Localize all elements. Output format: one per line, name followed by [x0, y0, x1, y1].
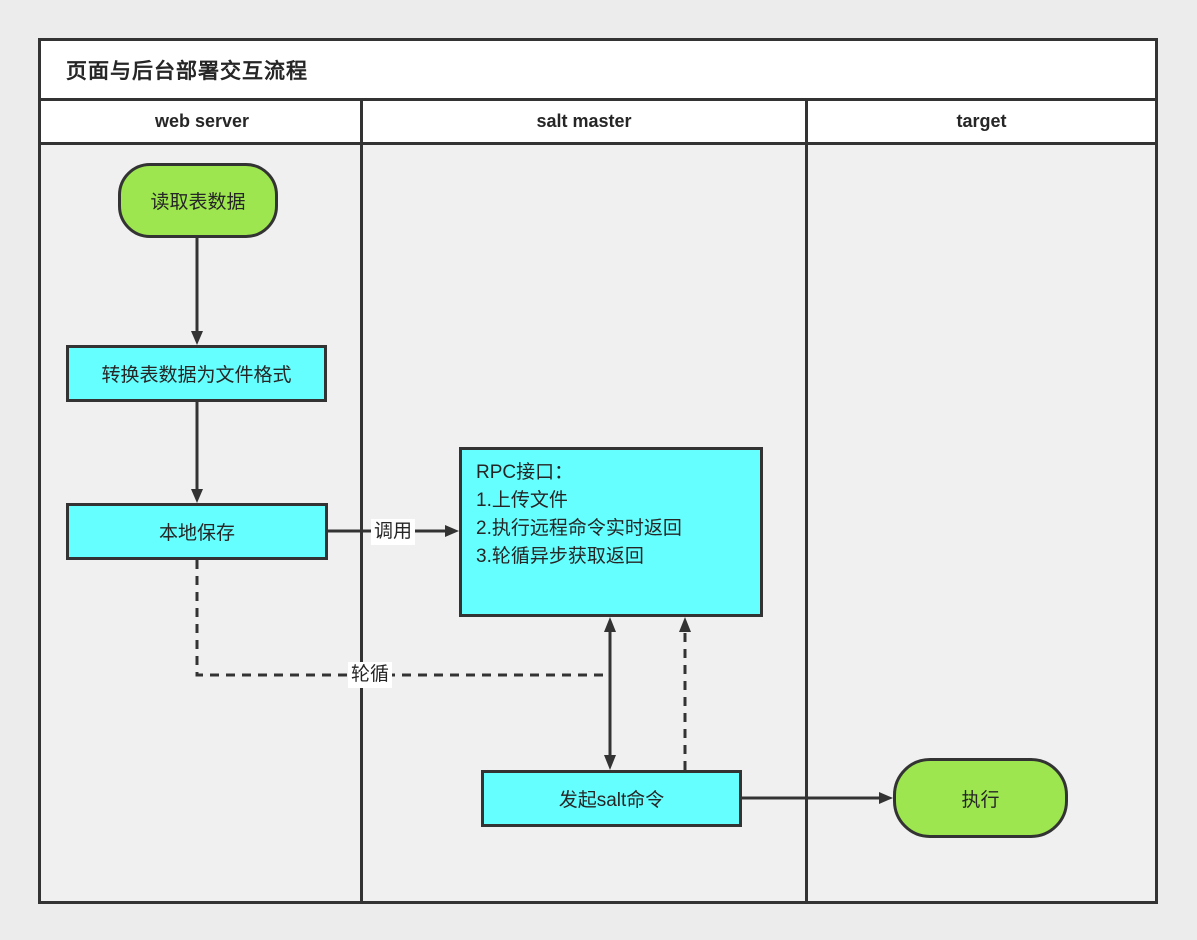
node-local-save: 本地保存	[66, 503, 328, 560]
rpc-line-title: RPC接口：	[476, 462, 574, 483]
edge-save-to-rpc-poll-dashed	[195, 560, 610, 677]
node-label: 发起salt命令	[558, 790, 665, 811]
flowchart-canvas: 页面与后台部署交互流程 web server salt master targe…	[41, 41, 1155, 901]
diagram-title: 页面与后台部署交互流程	[66, 59, 308, 83]
lane-label: web server	[154, 111, 250, 131]
lane-divider-2	[805, 101, 808, 901]
lane-label: target	[956, 111, 1007, 131]
node-salt-command: 发起salt命令	[481, 770, 742, 827]
node-convert-table: 转换表数据为文件格式	[66, 345, 327, 402]
lane-header-web-server: web server	[41, 101, 363, 145]
arrowhead-up-icon	[679, 617, 691, 632]
edge-label-call: 调用	[371, 519, 416, 545]
lane-header-salt-master: salt master	[363, 101, 805, 145]
node-label: 执行	[961, 789, 1000, 811]
arrowhead-up-icon	[604, 617, 616, 632]
node-label: 本地保存	[158, 523, 235, 544]
arrowheads	[191, 331, 893, 804]
node-read-table: 读取表数据	[118, 163, 278, 238]
rpc-line-1: 1.上传文件	[476, 490, 568, 511]
arrowhead-right-icon	[879, 792, 893, 804]
node-execute: 执行	[893, 758, 1068, 838]
node-label: 读取表数据	[150, 192, 246, 213]
rpc-line-2: 2.执行远程命令实时返回	[476, 518, 682, 539]
node-rpc-interface: RPC接口： 1.上传文件 2.执行远程命令实时返回 3.轮循异步获取返回	[459, 447, 763, 617]
edge-label-poll: 轮循	[348, 662, 393, 688]
lane-divider-1	[360, 101, 363, 901]
lane-header-target: target	[808, 101, 1155, 145]
arrowhead-down-icon	[191, 489, 203, 503]
diagram-title-bar: 页面与后台部署交互流程	[41, 41, 1155, 101]
lane-label: salt master	[536, 111, 632, 131]
node-label: 转换表数据为文件格式	[101, 365, 292, 386]
flowchart-frame: 页面与后台部署交互流程 web server salt master targe…	[38, 38, 1158, 904]
rpc-line-3: 3.轮循异步获取返回	[476, 546, 644, 567]
arrowhead-down-icon	[191, 331, 203, 345]
arrowhead-right-icon	[445, 525, 459, 537]
arrowhead-down-icon	[604, 755, 616, 770]
